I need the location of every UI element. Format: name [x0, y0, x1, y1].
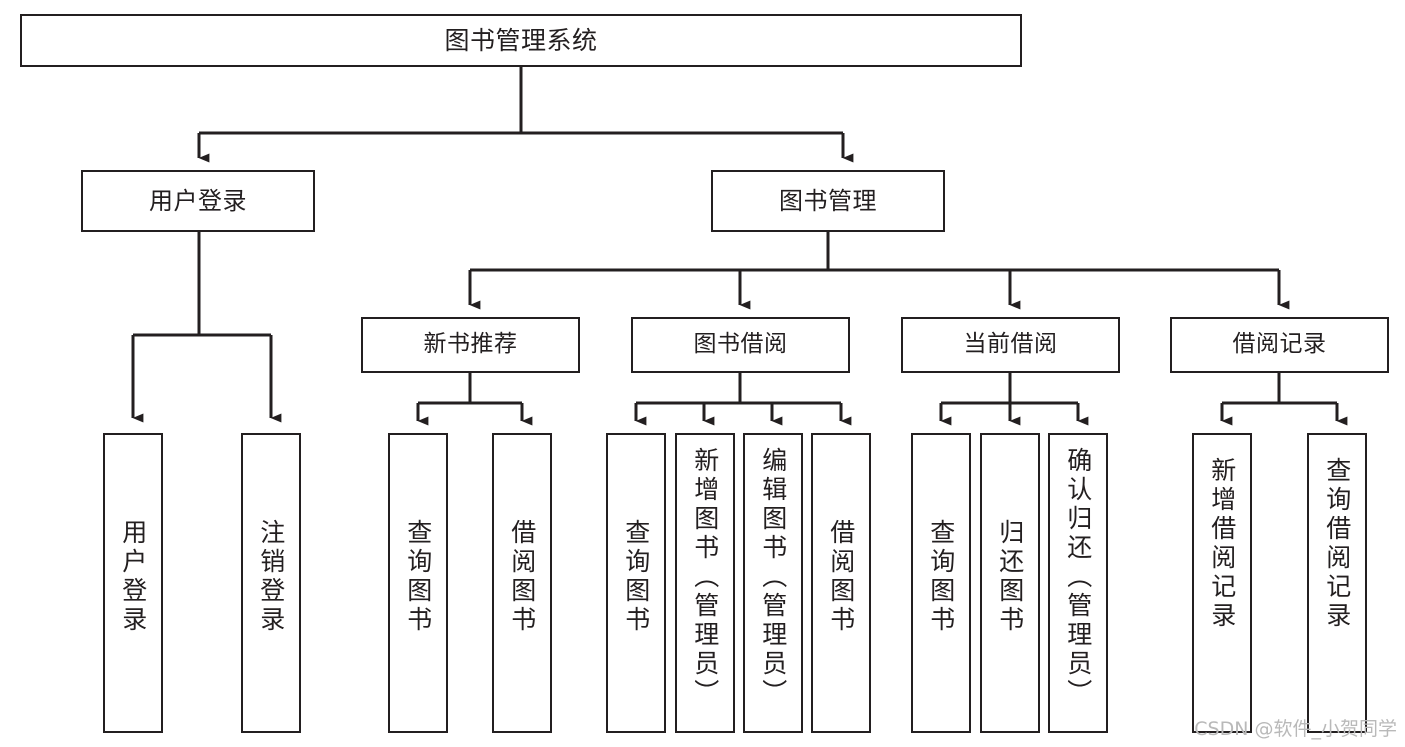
node-leaf-query-book-2[interactable]: 查询图书 [606, 433, 666, 733]
node-leaf-confirm-return[interactable]: 确认归还（管理员） [1048, 433, 1108, 733]
node-leaf-add-record[interactable]: 新增借阅记录 [1192, 433, 1252, 733]
node-leaf-query-record[interactable]: 查询借阅记录 [1307, 433, 1367, 733]
node-leaf-confirm-return-label: 确认归还（管理员） [1063, 447, 1093, 708]
node-book-manage-label: 图书管理 [779, 186, 877, 215]
node-current-borrow-label: 当前借阅 [963, 331, 1058, 358]
node-leaf-query-record-label: 查询借阅记录 [1322, 457, 1352, 631]
node-leaf-user-login[interactable]: 用户登录 [103, 433, 163, 733]
node-leaf-query-book-3-label: 查询图书 [926, 519, 956, 635]
node-leaf-borrow-book-2[interactable]: 借阅图书 [811, 433, 871, 733]
node-book-borrow-label: 图书借阅 [693, 331, 788, 358]
node-leaf-add-record-label: 新增借阅记录 [1207, 457, 1237, 631]
node-leaf-edit-book[interactable]: 编辑图书（管理员） [743, 433, 803, 733]
node-leaf-query-book-3[interactable]: 查询图书 [911, 433, 971, 733]
node-leaf-query-book-1[interactable]: 查询图书 [388, 433, 448, 733]
node-leaf-borrow-book-1-label: 借阅图书 [507, 519, 537, 635]
node-user-login-label: 用户登录 [149, 186, 247, 215]
node-new-book-recommend-label: 新书推荐 [423, 331, 518, 358]
node-leaf-logout-label: 注销登录 [256, 519, 286, 635]
node-leaf-borrow-book-2-label: 借阅图书 [826, 519, 856, 635]
node-leaf-edit-book-label: 编辑图书（管理员） [758, 447, 788, 708]
node-leaf-query-book-2-label: 查询图书 [621, 519, 651, 635]
node-borrow-record[interactable]: 借阅记录 [1170, 317, 1389, 373]
node-leaf-return-book[interactable]: 归还图书 [980, 433, 1040, 733]
node-current-borrow[interactable]: 当前借阅 [901, 317, 1120, 373]
node-root-label: 图书管理系统 [444, 25, 598, 55]
node-new-book-recommend[interactable]: 新书推荐 [361, 317, 580, 373]
node-book-manage[interactable]: 图书管理 [711, 170, 945, 232]
node-book-borrow[interactable]: 图书借阅 [631, 317, 850, 373]
node-leaf-logout[interactable]: 注销登录 [241, 433, 301, 733]
node-user-login[interactable]: 用户登录 [81, 170, 315, 232]
node-leaf-borrow-book-1[interactable]: 借阅图书 [492, 433, 552, 733]
node-leaf-user-login-label: 用户登录 [118, 519, 148, 635]
node-leaf-return-book-label: 归还图书 [995, 519, 1025, 635]
csdn-watermark: CSDN @软件_小贺同学 [1194, 718, 1397, 740]
node-leaf-query-book-1-label: 查询图书 [403, 519, 433, 635]
node-root[interactable]: 图书管理系统 [20, 14, 1022, 67]
node-leaf-add-book-label: 新增图书（管理员） [690, 447, 720, 708]
node-leaf-add-book[interactable]: 新增图书（管理员） [675, 433, 735, 733]
node-borrow-record-label: 借阅记录 [1232, 331, 1327, 358]
